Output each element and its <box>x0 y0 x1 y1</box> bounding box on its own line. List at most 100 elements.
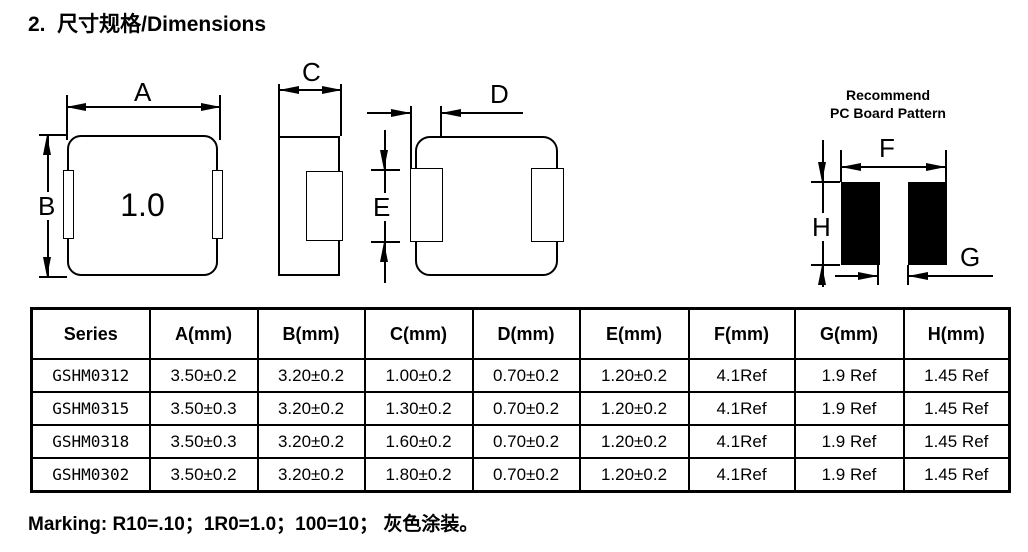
table-cell: 3.20±0.2 <box>256 457 366 493</box>
dim-label-g: G <box>957 243 984 271</box>
column-header-f: F(mm) <box>687 307 796 360</box>
table-cell: 1.00±0.2 <box>363 358 474 393</box>
dim-f-line <box>840 166 947 168</box>
dim-label-d: D <box>487 80 512 108</box>
table-cell: 3.20±0.2 <box>256 424 366 459</box>
table-row: GSHM0318 3.50±0.3 3.20±0.2 1.60±0.2 0.70… <box>30 424 1011 459</box>
dim-a-extension-line <box>219 95 221 140</box>
dim-b-extension-line <box>39 134 67 136</box>
table-cell: 4.1Ref <box>687 391 796 426</box>
dim-g-arrow-icon <box>858 272 878 280</box>
dim-d-extension-line <box>410 106 412 168</box>
page-title: 2. 尺寸规格/Dimensions <box>28 13 267 36</box>
dim-c-extension-line <box>340 84 342 136</box>
dim-e-line <box>384 242 386 283</box>
dimensions-table: Series A(mm) B(mm) C(mm) D(mm) E(mm) F(m… <box>30 307 1011 493</box>
dim-label-e: E <box>370 193 394 221</box>
table-cell: 3.50±0.2 <box>148 457 259 493</box>
column-header-g: G(mm) <box>793 307 905 360</box>
table-cell: 3.50±0.3 <box>148 424 259 459</box>
table-cell: 1.45 Ref <box>902 457 1011 493</box>
table-cell: 1.20±0.2 <box>578 457 690 493</box>
table-cell: 1.45 Ref <box>902 358 1011 393</box>
table-cell: 1.45 Ref <box>902 391 1011 426</box>
dim-e-extension-line <box>371 241 400 243</box>
dim-a-arrow-icon <box>201 103 221 111</box>
table-cell: 1.60±0.2 <box>363 424 474 459</box>
pcb-pattern-heading: Recommend PC Board Pattern <box>805 86 971 122</box>
column-header-a: A(mm) <box>148 307 259 360</box>
dim-h-arrow-icon <box>818 162 826 182</box>
marking-note: Marking: R10=.10；1R0=1.0；100=10； 灰色涂装。 <box>28 514 479 535</box>
table-cell: 1.20±0.2 <box>578 391 690 426</box>
dim-f-arrow-icon <box>926 163 946 171</box>
table-cell: 3.20±0.2 <box>256 391 366 426</box>
dim-c-extension-line <box>278 84 280 136</box>
table-row: GSHM0312 3.50±0.2 3.20±0.2 1.00±0.2 0.70… <box>30 358 1011 393</box>
dim-a-arrow-icon <box>66 103 86 111</box>
dim-c-arrow-icon <box>279 86 299 94</box>
table-cell: 0.70±0.2 <box>471 391 581 426</box>
pcb-heading-line1: Recommend <box>845 87 931 103</box>
table-cell: 1.9 Ref <box>793 424 905 459</box>
terminal-tab <box>212 170 223 239</box>
dim-b-arrow-icon <box>43 257 51 277</box>
terminal-pad-outline <box>531 168 564 242</box>
dim-d-line <box>367 112 411 114</box>
dim-c-arrow-icon <box>322 86 342 94</box>
table-cell: 3.20±0.2 <box>256 358 366 393</box>
table-cell: 0.70±0.2 <box>471 358 581 393</box>
dim-f-arrow-icon <box>841 163 861 171</box>
table-cell: 1.45 Ref <box>902 424 1011 459</box>
dim-h-extension-line <box>811 181 840 183</box>
dim-d-arrow-icon <box>391 109 411 117</box>
pcb-pad <box>841 182 880 265</box>
dim-b-arrow-icon <box>43 135 51 155</box>
table-cell: 1.20±0.2 <box>578 424 690 459</box>
table-cell: 4.1Ref <box>687 457 796 493</box>
dim-d-line <box>441 112 523 114</box>
dim-e-arrow-icon <box>380 150 388 170</box>
series-cell: GSHM0312 <box>30 358 151 393</box>
column-header-e: E(mm) <box>578 307 690 360</box>
dim-e-extension-line <box>371 169 400 171</box>
dim-label-f: F <box>876 134 898 162</box>
dim-h-arrow-icon <box>818 265 826 285</box>
series-cell: GSHM0302 <box>30 457 151 493</box>
dim-c-line <box>278 89 342 91</box>
dim-g-extension-line <box>907 265 909 285</box>
table-header-row: Series A(mm) B(mm) C(mm) D(mm) E(mm) F(m… <box>30 307 1011 360</box>
table-cell: 1.9 Ref <box>793 457 905 493</box>
column-header-d: D(mm) <box>471 307 581 360</box>
table-cell: 0.70±0.2 <box>471 457 581 493</box>
column-header-c: C(mm) <box>363 307 474 360</box>
table-row: GSHM0302 3.50±0.2 3.20±0.2 1.80±0.2 0.70… <box>30 457 1011 493</box>
dim-g-line <box>835 275 878 277</box>
table-row: GSHM0315 3.50±0.3 3.20±0.2 1.30±0.2 0.70… <box>30 391 1011 426</box>
dim-label-h: H <box>809 213 834 241</box>
series-cell: GSHM0315 <box>30 391 151 426</box>
dim-d-arrow-icon <box>441 109 461 117</box>
dim-g-line <box>908 275 993 277</box>
component-body-top-view <box>67 135 218 276</box>
table-cell: 4.1Ref <box>687 358 796 393</box>
column-header-h: H(mm) <box>902 307 1011 360</box>
table-cell: 0.70±0.2 <box>471 424 581 459</box>
table-cell: 1.20±0.2 <box>578 358 690 393</box>
table-cell: 1.80±0.2 <box>363 457 474 493</box>
terminal-tab <box>63 170 74 239</box>
dim-label-a: A <box>131 78 155 106</box>
table-cell: 1.9 Ref <box>793 358 905 393</box>
pcb-heading-line2: PC Board Pattern <box>830 105 946 121</box>
column-header-series: Series <box>30 307 151 360</box>
table-cell: 3.50±0.3 <box>148 391 259 426</box>
dim-b-extension-line <box>39 276 67 278</box>
table-cell: 1.9 Ref <box>793 391 905 426</box>
dim-label-b: B <box>35 192 59 220</box>
pcb-pad <box>908 182 947 265</box>
dim-label-c: C <box>299 58 324 86</box>
terminal-pad-outline <box>410 168 443 242</box>
dim-g-arrow-icon <box>908 272 928 280</box>
table-cell: 3.50±0.2 <box>148 358 259 393</box>
part-marking-text: 1.0 <box>120 187 165 223</box>
